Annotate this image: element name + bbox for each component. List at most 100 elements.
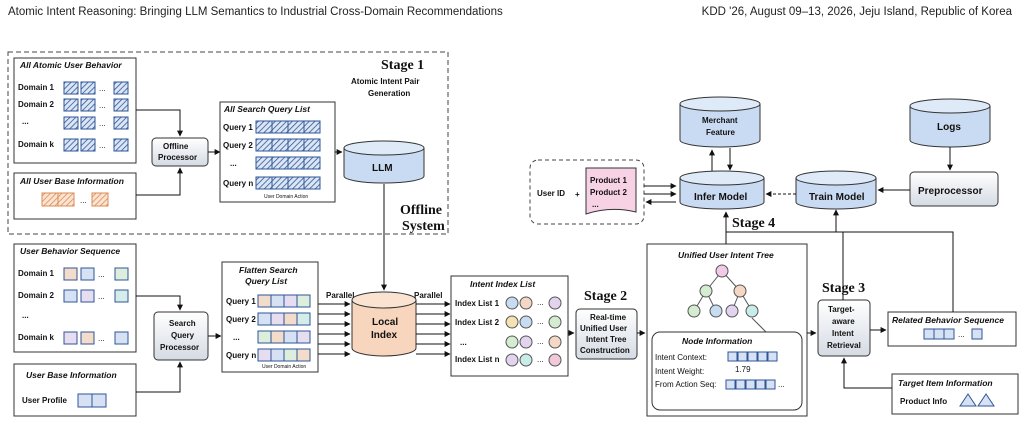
index-row-label: Index List 2	[455, 318, 500, 327]
atomic-row-label: Domain k	[18, 140, 55, 149]
intent-index-title: Intent Index List	[470, 279, 536, 289]
stage2-box	[575, 308, 638, 360]
related-seq-box	[887, 311, 1017, 347]
node-info-weight: Intent Weight:	[655, 367, 704, 376]
product-info-label: Product Info	[900, 397, 947, 406]
flatten-row-label: ...	[233, 333, 240, 342]
behavior-row-label: Domain 2	[18, 291, 55, 300]
page-header-right: KDD '26, August 09–13, 2026, Jeju Island…	[701, 6, 1012, 18]
svg-text:...: ...	[99, 84, 106, 93]
infer-model-label: Infer Model	[694, 192, 748, 203]
node-info-title: Node Information	[682, 336, 752, 346]
query-row-label: Query n	[223, 179, 253, 188]
index-row-label: Index List 1	[455, 299, 500, 308]
merchant-feature-database	[679, 96, 761, 148]
llm-database	[343, 140, 425, 184]
offline-processor-label: Offline	[163, 142, 189, 151]
svg-text:...: ...	[537, 317, 544, 326]
local-index-label: Index	[371, 330, 398, 341]
search-query-all-footer: User Domain Action	[264, 194, 308, 200]
intent-tree-title: Unified User Intent Tree	[678, 250, 774, 260]
svg-text:...: ...	[80, 196, 87, 205]
preprocessor-label: Preprocessor	[918, 186, 983, 197]
svg-text:...: ...	[778, 380, 785, 389]
query-row-label: Query 1	[223, 123, 253, 132]
offline-system-label: System	[402, 219, 445, 234]
stage3-label: aware	[832, 317, 855, 326]
product-label: Product 1	[590, 176, 627, 185]
merchant-feature-label: Merchant	[702, 116, 738, 125]
search-query-processor-label: Processor	[160, 343, 199, 352]
local-index-label: Local	[372, 317, 398, 328]
user-id-label: User ID	[537, 189, 565, 198]
stage2-title: Stage 2	[584, 289, 627, 304]
flatten-cells	[257, 294, 311, 362]
parallel-arrows-right	[416, 301, 451, 357]
stage3-label: Intent	[832, 329, 854, 338]
stage1-subtitle-1: Atomic Intent Pair	[351, 77, 419, 86]
behavior-seq-title: User Behavior Sequence	[20, 246, 120, 256]
atomic-behavior-title: All Atomic User Behavior	[19, 60, 122, 70]
offline-system-label: Offline	[400, 203, 442, 218]
stage1-subtitle-2: Generation	[368, 89, 410, 98]
base-info-all-title: All User Base Information	[19, 176, 124, 186]
base-info-box	[13, 363, 137, 417]
stage1-title: Stage 1	[381, 58, 424, 73]
base-info-all-box	[13, 172, 137, 220]
flatten-row-label: Query 1	[226, 297, 256, 306]
behavior-seq-cells	[63, 267, 129, 345]
base-info-title: User Base Information	[26, 370, 117, 380]
infer-model-database	[679, 170, 765, 210]
preprocessor-box	[909, 171, 999, 207]
train-model-label: Train Model	[809, 192, 865, 203]
atomic-row-label: Domain 2	[18, 100, 55, 109]
parallel-arrows-left	[318, 301, 351, 357]
product-list-card	[585, 167, 637, 215]
atomic-row-label: Domain 1	[18, 83, 55, 92]
related-seq-title: Related Behavior Sequence	[892, 315, 1004, 325]
logs-label: Logs	[937, 122, 961, 133]
svg-text:...: ...	[537, 337, 544, 346]
node-info-context: Intent Context:	[655, 353, 707, 362]
product-label: Product 2	[590, 188, 627, 197]
svg-text:...: ...	[537, 298, 544, 307]
svg-text:...: ...	[99, 101, 106, 110]
svg-text:...: ...	[98, 270, 105, 279]
stage3-title: Stage 3	[822, 281, 865, 296]
search-query-processor-label: Search	[169, 319, 196, 328]
local-index-database	[351, 291, 417, 357]
behavior-row-label: ...	[22, 311, 29, 320]
node-info-weight-value: 1.79	[735, 365, 751, 374]
search-query-all-cells	[255, 120, 321, 190]
user-profile-label: User Profile	[22, 396, 67, 405]
merchant-feature-label: Feature	[706, 128, 735, 137]
svg-text:...: ...	[99, 141, 106, 150]
stage2-label: Unified User	[580, 324, 627, 333]
index-row-label: Index List n	[455, 355, 500, 364]
offline-processor-label: Processor	[158, 153, 197, 162]
stage1-region	[7, 51, 449, 235]
search-query-all-title: All Search Query List	[223, 104, 311, 114]
svg-text:...: ...	[98, 334, 105, 343]
query-row-label: ...	[230, 159, 237, 168]
flatten-title: Query List	[245, 276, 288, 286]
search-query-processor-label: Query	[171, 331, 195, 340]
stage2-label: Real-time	[590, 313, 627, 322]
stage3-box	[817, 299, 871, 357]
product-label: ...	[592, 200, 599, 209]
train-model-database	[795, 170, 877, 210]
parallel-label: Parallel	[414, 291, 442, 300]
parallel-label: Parallel	[326, 291, 354, 300]
stage2-label: Construction	[580, 346, 630, 355]
behavior-row-label: Domain 1	[18, 269, 55, 278]
stage3-label: Retrieval	[827, 341, 861, 350]
node-info-action: From Action Seq:	[655, 380, 716, 389]
target-item-title: Target Item Information	[898, 378, 993, 388]
llm-label: LLM	[372, 163, 393, 174]
flatten-title: Flatten Search	[239, 265, 298, 275]
svg-text:...: ...	[537, 355, 544, 364]
stage4-title: Stage 4	[732, 216, 775, 231]
atomic-row-label: ...	[22, 117, 29, 126]
stage3-label: Target-	[828, 305, 855, 314]
